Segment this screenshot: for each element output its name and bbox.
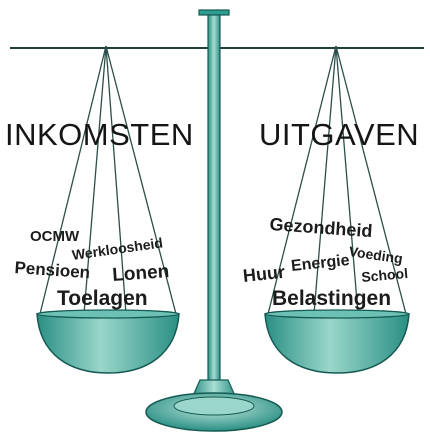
expense-item-belastingen: Belastingen (272, 287, 392, 310)
income-item-toelagen: Toelagen (57, 287, 148, 310)
left-pan-strings (39, 45, 177, 315)
expense-item-huur: Huur (242, 261, 286, 286)
income-heading: INKOMSTEN (5, 117, 194, 152)
scale-post (198, 9, 230, 386)
expenses-heading: UITGAVEN (259, 117, 420, 152)
income-item-lonen: Lonen (111, 261, 170, 286)
left-pan (36, 309, 180, 374)
income-item-ocmw: OCMW (30, 228, 80, 245)
right-pan (264, 309, 410, 374)
scale-base (145, 379, 283, 432)
right-pan-strings (267, 45, 407, 315)
expense-item-school: School (360, 264, 409, 285)
